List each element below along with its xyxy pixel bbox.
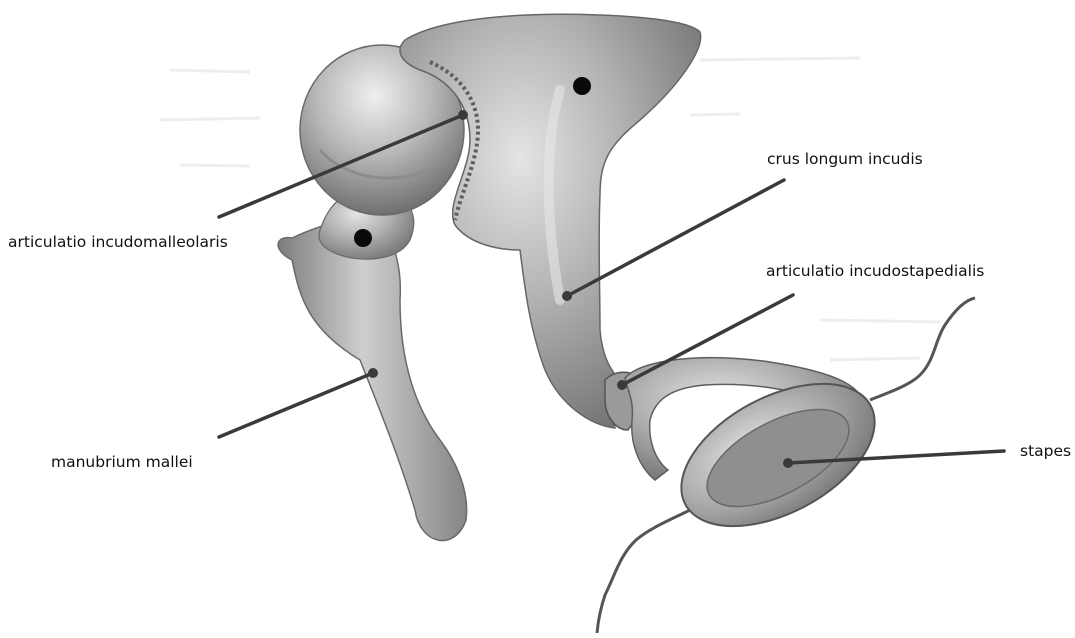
label-articulatio-incudomalleolaris: articulatio incudomalleolaris: [8, 232, 228, 252]
label-crus-longum-incudis: crus longum incudis: [767, 149, 923, 169]
marker-dot-incus-body: [573, 77, 591, 95]
malleus-bone: [278, 45, 467, 541]
membrane-line-lower: [597, 510, 690, 633]
stapes-bone: [625, 354, 898, 555]
membrane-line-upper: [870, 298, 975, 400]
malleus-handle-shape: [278, 221, 467, 541]
label-articulatio-incudostapedialis: articulatio incudostapedialis: [766, 261, 984, 281]
leader-line-manubrium-mallei: [219, 373, 373, 437]
label-stapes: stapes: [1020, 441, 1071, 461]
marker-dot-malleus-neck: [354, 229, 372, 247]
label-manubrium-mallei: manubrium mallei: [51, 452, 193, 472]
